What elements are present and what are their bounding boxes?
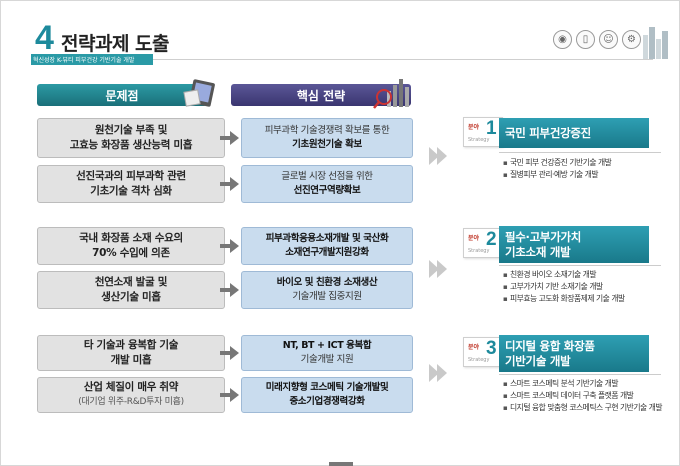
strategy-line-bold: 중소기업경쟁력강화 bbox=[289, 396, 365, 407]
person-icon: ☺ bbox=[599, 30, 618, 49]
phone-icon: ▯ bbox=[576, 30, 595, 49]
area-badge-2: 분야 2 Strategy bbox=[463, 228, 503, 258]
tablet-icon bbox=[183, 79, 215, 107]
strategy-box-4: 바이오 및 친환경 소재생산 기술개발 집중지원 bbox=[241, 271, 413, 309]
problem-line: 산업 체질이 매우 취약 bbox=[83, 381, 179, 393]
goal-text: 필수·고부가가치 bbox=[505, 230, 582, 244]
arrow-right bbox=[220, 131, 239, 145]
goal-box-3: 디지털 융합 화장품 기반기술 개발 bbox=[499, 335, 649, 372]
strategy-box-5: NT, BT + ICT 융복합 기술개발 지원 bbox=[241, 335, 413, 371]
goal-text: 국민 피부건강증진 bbox=[505, 125, 591, 140]
problems-header: 문제점 bbox=[37, 84, 207, 106]
area-strategy-label: Strategy bbox=[468, 357, 490, 363]
page-title: 전략과제 도출 bbox=[61, 33, 170, 55]
problem-box-4: 천연소재 발굴 및 생산기술 미흡 bbox=[37, 271, 225, 309]
double-arrow-icon bbox=[429, 145, 455, 167]
problem-box-2: 선진국과의 피부과학 관련 기초기술 격차 심화 bbox=[37, 165, 225, 203]
area-badge-3: 분야 3 Strategy bbox=[463, 337, 503, 367]
header-divider bbox=[153, 59, 653, 60]
list-item: 스마트 코스메틱 분석 기반기술 개발 bbox=[503, 378, 663, 390]
area-strategy-label: Strategy bbox=[468, 248, 490, 254]
strategy-box-2: 글로벌 시장 선점을 위한 선진연구역량확보 bbox=[241, 165, 413, 203]
arrow-right bbox=[220, 177, 239, 191]
problem-line: 70% 수입에 의존 bbox=[92, 247, 170, 259]
list-item: 질병피부 관리·예방 기술 개발 bbox=[503, 169, 663, 181]
section-number: 4 bbox=[35, 19, 54, 57]
double-arrow-icon bbox=[429, 362, 455, 384]
problem-box-5: 타 기술과 융복합 기술 개발 미흡 bbox=[37, 335, 225, 371]
strategy-line: 피부과학 기술경쟁력 확보를 통한 bbox=[264, 125, 390, 136]
strategy-line-bold: 선진연구역량확보 bbox=[293, 185, 361, 196]
area-items-1: 국민 피부 건강증진 기반기술 개발 질병피부 관리·예방 기술 개발 bbox=[503, 157, 663, 181]
problem-note: (대기업 위주-R&D투자 미흡) bbox=[78, 397, 184, 407]
list-item: 국민 피부 건강증진 기반기술 개발 bbox=[503, 157, 663, 169]
goal-box-1: 국민 피부건강증진 bbox=[499, 118, 649, 148]
area-number: 3 bbox=[486, 338, 497, 359]
problem-box-1: 원천기술 부족 및 고효능 화장품 생산능력 미흡 bbox=[37, 118, 225, 158]
strategy-line: 기술개발 지원 bbox=[300, 354, 354, 365]
problem-box-3: 국내 화장품 소재 수요의 70% 수입에 의존 bbox=[37, 227, 225, 265]
area-number: 2 bbox=[486, 229, 497, 250]
area-items-3: 스마트 코스메틱 분석 기반기술 개발 스마트 코스메틱 데이터 구축 플랫폼 … bbox=[503, 378, 663, 414]
cosmetic-icon: ◉ bbox=[553, 30, 572, 49]
arrow-right bbox=[220, 388, 239, 402]
subtitle-bar bbox=[31, 54, 153, 65]
header-icons: ◉ ▯ ☺ ⚙ bbox=[553, 30, 641, 49]
area-label: 분야 bbox=[468, 344, 480, 351]
area-strategy-label: Strategy bbox=[468, 137, 490, 143]
problem-line: 타 기술과 융복합 기술 bbox=[83, 339, 179, 351]
goal-divider bbox=[499, 265, 661, 266]
area-number: 1 bbox=[486, 118, 497, 139]
problem-line: 고효능 화장품 생산능력 미흡 bbox=[69, 139, 193, 151]
goal-divider bbox=[499, 152, 661, 153]
area-badge-1: 분야 1 Strategy bbox=[463, 117, 503, 147]
strategy-line: 글로벌 시장 선점을 위한 bbox=[281, 171, 373, 182]
problem-line: 국내 화장품 소재 수요의 bbox=[79, 232, 183, 244]
problem-line: 선진국과의 피부과학 관련 bbox=[76, 170, 186, 182]
molecule-icon: ⚙ bbox=[622, 30, 641, 49]
list-item: 고부가가치 기반 소재기술 개발 bbox=[503, 281, 663, 293]
double-arrow-icon bbox=[429, 258, 455, 280]
strategy-header: 핵심 전략 bbox=[231, 84, 411, 106]
problem-line: 생산기술 미흡 bbox=[101, 291, 161, 303]
problem-box-6: 산업 체질이 매우 취약 (대기업 위주-R&D투자 미흡) bbox=[37, 377, 225, 413]
list-item: 친환경 바이오 소재기술 개발 bbox=[503, 269, 663, 281]
strategy-line-bold: 기초원천기술 확보 bbox=[292, 139, 362, 150]
chart-magnifier-icon bbox=[373, 79, 409, 109]
problem-line: 원천기술 부족 및 bbox=[94, 124, 168, 136]
strategy-line: 기술개발 집중지원 bbox=[292, 291, 362, 302]
problem-line: 개발 미흡 bbox=[110, 354, 152, 366]
strategy-box-3: 피부과학응용소재개발 및 국산화 소재연구개발지원강화 bbox=[241, 227, 413, 265]
list-item: 스마트 코스메틱 데이터 구축 플랫폼 개발 bbox=[503, 390, 663, 402]
strategy-line-bold: 바이오 및 친환경 소재생산 bbox=[276, 277, 378, 288]
strategy-line-bold: 소재연구개발지원강화 bbox=[285, 247, 369, 258]
problem-line: 기초기술 격차 심화 bbox=[90, 185, 172, 197]
arrow-right bbox=[220, 346, 239, 360]
strategy-box-6: 미래지향형 코스메틱 기술개발및 중소기업경쟁력강화 bbox=[241, 377, 413, 413]
page-subtitle: 혁신성장 K-뷰티 피부건강 기반기술 개발 bbox=[33, 57, 135, 64]
list-item: 디지털 융합 맞춤형 코스메틱스 구현 기반기술 개발 bbox=[503, 402, 663, 414]
goal-text: 디지털 융합 화장품 bbox=[505, 339, 595, 353]
strategy-line-bold: NT, BT + ICT 융복합 bbox=[282, 340, 372, 351]
area-label: 분야 bbox=[468, 124, 480, 131]
goal-box-2: 필수·고부가가치 기초소재 개발 bbox=[499, 226, 649, 263]
problem-line: 천연소재 발굴 및 bbox=[94, 276, 168, 288]
arrow-right bbox=[220, 239, 239, 253]
page-indicator bbox=[329, 462, 353, 466]
strategy-box-1: 피부과학 기술경쟁력 확보를 통한 기초원천기술 확보 bbox=[241, 118, 413, 158]
goal-text: 기초소재 개발 bbox=[505, 245, 571, 259]
skyline-icon bbox=[643, 27, 668, 59]
strategy-line-bold: 미래지향형 코스메틱 기술개발및 bbox=[265, 382, 389, 393]
arrow-right bbox=[220, 283, 239, 297]
goal-text: 기반기술 개발 bbox=[505, 354, 571, 368]
area-items-2: 친환경 바이오 소재기술 개발 고부가가치 기반 소재기술 개발 피부효능 고도… bbox=[503, 269, 663, 305]
area-label: 분야 bbox=[468, 235, 480, 242]
strategy-line-bold: 피부과학응용소재개발 및 국산화 bbox=[265, 233, 389, 244]
goal-divider bbox=[499, 374, 661, 375]
list-item: 피부효능 고도화 화장품제제 기술 개발 bbox=[503, 293, 663, 305]
